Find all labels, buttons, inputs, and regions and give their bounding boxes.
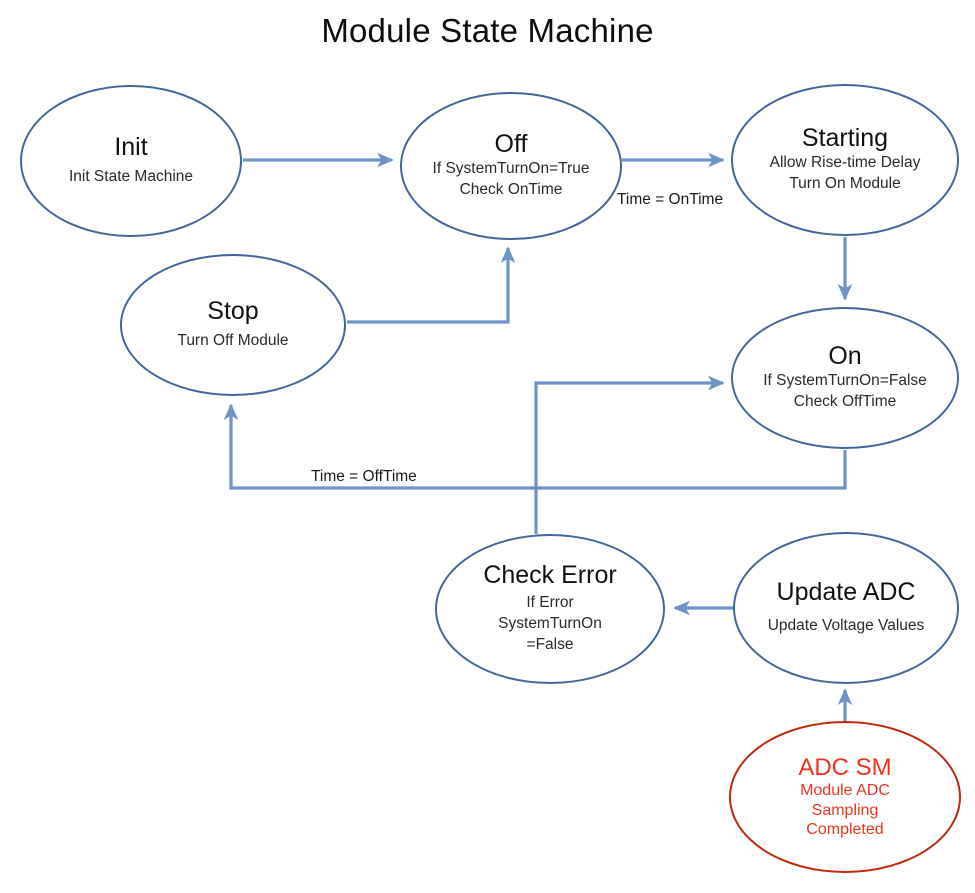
state-node-stop-title: Stop (207, 297, 259, 326)
edge-checkerror-to-on (534, 375, 725, 534)
state-node-init-line-1: Init State Machine (68, 167, 194, 185)
page-title: Module State Machine (321, 12, 654, 49)
state-node-init[interactable]: Init Init State Machine (20, 85, 242, 237)
edge-stop-to-off (347, 246, 516, 324)
state-node-adc-sm-line-3: Completed (806, 820, 884, 838)
state-node-stop[interactable]: Stop Turn Off Module (120, 254, 346, 396)
state-node-on[interactable]: On If SystemTurnOn=False Check OffTime (731, 307, 959, 449)
state-node-init-body: Init State Machine (69, 167, 193, 188)
state-node-starting-body: Allow Rise-time Delay Turn On Module (770, 153, 921, 195)
edge-label-time-ontime: Time = OnTime (617, 191, 724, 208)
state-node-adc-sm-body: Module ADC Sampling Completed (800, 781, 890, 839)
state-node-check-error-line-3: =False (526, 635, 574, 653)
state-node-on-line-1: If SystemTurnOn=False (763, 371, 927, 389)
state-node-update-adc-title: Update ADC (776, 578, 916, 607)
state-node-on-title: On (828, 342, 862, 371)
state-node-adc-sm-line-2: Sampling (811, 801, 879, 819)
state-node-update-adc-body: Update Voltage Values (768, 616, 925, 637)
state-node-check-error-title: Check Error (483, 561, 617, 590)
state-node-starting[interactable]: Starting Allow Rise-time Delay Turn On M… (731, 84, 959, 236)
state-node-adc-sm-title: ADC SM (798, 754, 892, 782)
edge-label-time-offtime: Time = OffTime (311, 468, 417, 485)
state-node-update-adc[interactable]: Update ADC Update Voltage Values (733, 532, 959, 684)
edge-on-to-stop (223, 403, 847, 490)
state-node-check-error-line-1: If Error (526, 593, 574, 611)
state-node-init-title: Init (114, 133, 148, 162)
state-node-starting-title: Starting (801, 123, 889, 152)
state-node-on-line-2: Check OffTime (793, 392, 897, 410)
state-node-check-error[interactable]: Check Error If Error SystemTurnOn =False (435, 534, 665, 684)
state-node-starting-line-2: Turn On Module (789, 175, 901, 193)
state-node-off-title: Off (494, 130, 528, 159)
state-node-starting-line-1: Allow Rise-time Delay (769, 154, 921, 172)
state-node-stop-line-1: Turn Off Module (177, 331, 289, 349)
state-node-check-error-body: If Error SystemTurnOn =False (498, 593, 602, 656)
state-node-off-body: If SystemTurnOn=True Check OnTime (433, 159, 590, 201)
state-node-adc-sm[interactable]: ADC SM Module ADC Sampling Completed (729, 721, 961, 873)
state-node-on-body: If SystemTurnOn=False Check OffTime (763, 371, 927, 413)
state-node-adc-sm-line-1: Module ADC (800, 782, 890, 800)
state-node-check-error-line-2: SystemTurnOn (498, 614, 602, 632)
state-node-off[interactable]: Off If SystemTurnOn=True Check OnTime (400, 92, 622, 240)
state-node-off-line-2: Check OnTime (459, 180, 563, 198)
state-node-off-line-1: If SystemTurnOn=True (432, 159, 590, 177)
state-node-stop-body: Turn Off Module (177, 331, 288, 352)
state-node-update-adc-line-1: Update Voltage Values (767, 616, 925, 634)
